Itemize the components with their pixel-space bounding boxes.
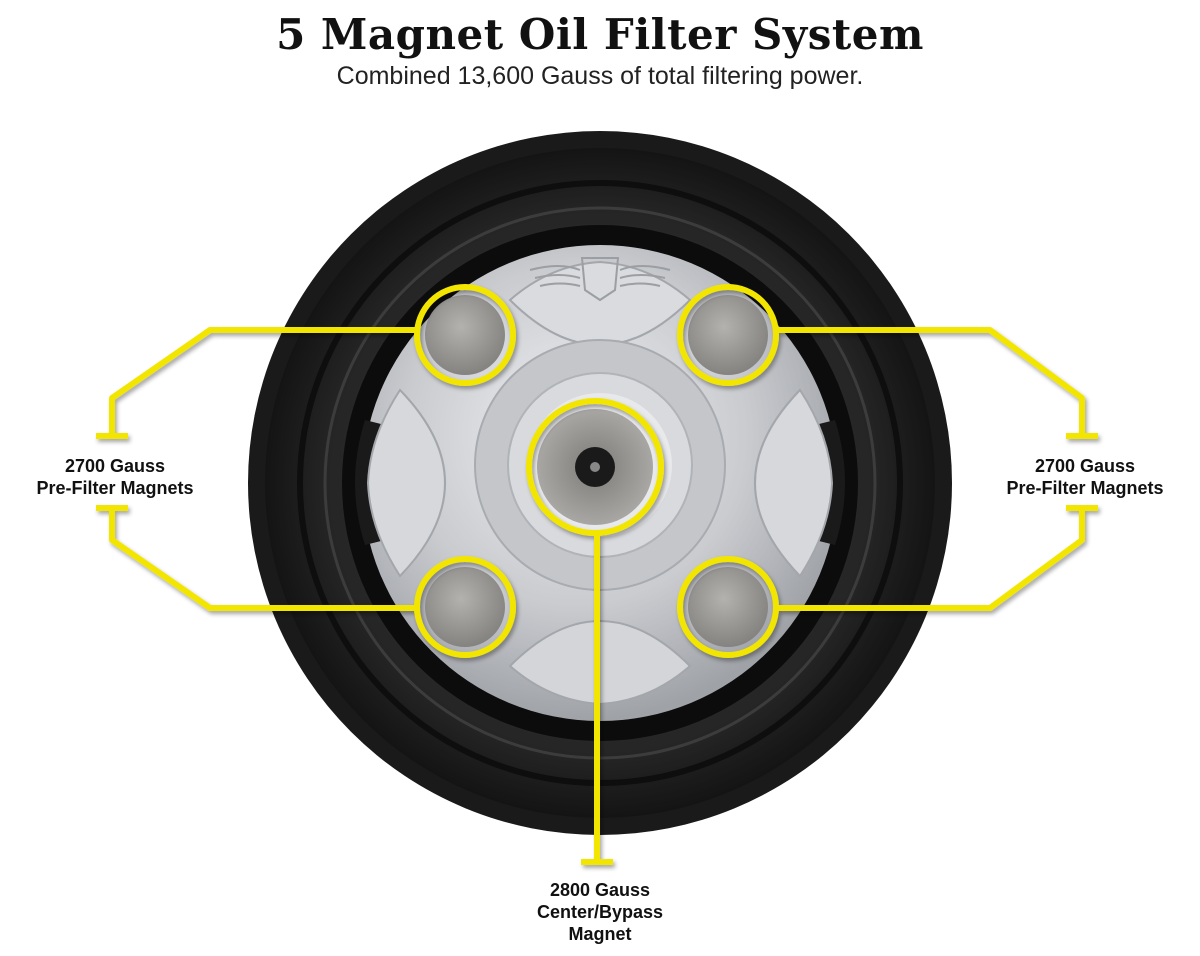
center-bore-pin <box>590 462 600 472</box>
leader-right-bottom <box>776 508 1085 611</box>
wing-logo-icon <box>529 257 671 302</box>
ring-top-left <box>414 284 516 386</box>
channel-left <box>366 388 446 578</box>
callout-center-line1: 2800 Gauss <box>549 880 651 900</box>
magnet-top-left <box>425 295 505 375</box>
leader-right-top <box>776 327 1085 436</box>
magnet-bottom-left <box>425 567 505 647</box>
callout-lines <box>96 284 1098 865</box>
callout-center-line3: Magnet <box>568 924 632 944</box>
magnets <box>425 295 768 647</box>
page-title: 5 Magnet Oil Filter System <box>276 10 924 59</box>
magnet-bottom-right <box>688 567 768 647</box>
ring-top-right <box>677 284 779 386</box>
callout-left-line1: 2700 Gauss <box>64 456 166 476</box>
channel-right <box>754 388 834 578</box>
magnet-top-right <box>688 295 768 375</box>
callout-right-line1: 2700 Gauss <box>1034 456 1136 476</box>
leader-left-top <box>109 327 417 436</box>
callout-left-line2: Pre-Filter Magnets <box>36 478 194 498</box>
leader-left-bottom <box>109 508 417 611</box>
callout-label-center: 2800 Gauss Center/Bypass Magnet <box>480 879 720 945</box>
callout-label-right: 2700 Gauss Pre-Filter Magnets <box>970 455 1200 499</box>
page-subtitle: Combined 13,600 Gauss of total filtering… <box>336 62 864 90</box>
callout-center-line2: Center/Bypass <box>536 902 664 922</box>
callout-right-line2: Pre-Filter Magnets <box>1006 478 1164 498</box>
callout-label-left: 2700 Gauss Pre-Filter Magnets <box>0 455 230 499</box>
